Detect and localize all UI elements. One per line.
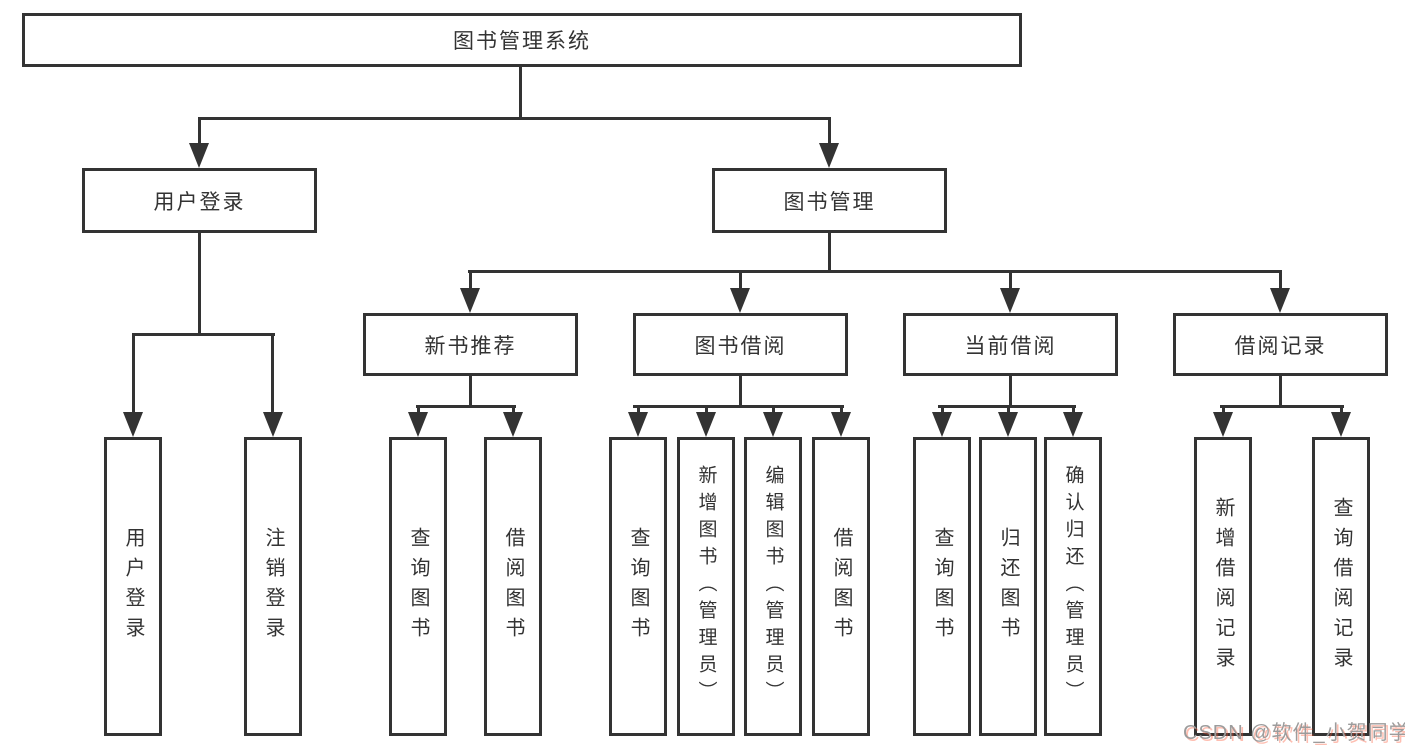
leaf-query-books-3: 查询图书 [913, 437, 971, 736]
leaf-query-books-2: 查询图书 [609, 437, 667, 736]
connector-line [417, 405, 420, 414]
arrow-down-icon [123, 412, 143, 437]
connector-line [1220, 405, 1344, 408]
leaf-edit-book-admin: 编辑图书（管理员） [744, 437, 802, 736]
leaf-add-book-admin: 新增图书（管理员） [677, 437, 735, 736]
connector-line [637, 405, 640, 414]
arrow-down-icon [628, 412, 648, 437]
connector-line [840, 405, 843, 414]
arrow-down-icon [503, 412, 523, 437]
connector-line [132, 333, 135, 414]
arrow-down-icon [819, 143, 839, 168]
arrow-down-icon [189, 143, 209, 168]
connector-line [739, 376, 742, 407]
node-book-borrowing: 图书借阅 [633, 313, 848, 376]
node-book-management: 图书管理 [712, 168, 947, 233]
arrow-down-icon [1331, 412, 1351, 437]
leaf-query-borrow-record: 查询借阅记录 [1312, 437, 1370, 736]
arrow-down-icon [730, 288, 750, 313]
connector-line [519, 67, 522, 119]
connector-line [772, 405, 775, 414]
node-user-login: 用户登录 [82, 168, 317, 233]
arrow-down-icon [763, 412, 783, 437]
connector-line [1279, 270, 1282, 290]
leaf-logout: 注销登录 [244, 437, 302, 736]
arrow-down-icon [1063, 412, 1083, 437]
connector-line [468, 270, 1282, 273]
arrow-down-icon [460, 288, 480, 313]
connector-line [828, 232, 831, 272]
connector-line [469, 270, 472, 290]
arrow-down-icon [998, 412, 1018, 437]
connector-line [739, 270, 742, 290]
arrow-down-icon [1000, 288, 1020, 313]
arrow-down-icon [1270, 288, 1290, 313]
connector-line [469, 376, 472, 407]
connector-line [132, 333, 275, 336]
arrow-down-icon [696, 412, 716, 437]
leaf-confirm-return-admin: 确认归还（管理员） [1044, 437, 1102, 736]
connector-line [512, 405, 515, 414]
arrow-down-icon [932, 412, 952, 437]
connector-line [828, 117, 831, 147]
connector-line [198, 233, 201, 334]
connector-line [633, 405, 844, 408]
connector-line [198, 117, 201, 147]
leaf-user-login: 用户登录 [104, 437, 162, 736]
csdn-watermark: CSDN @软件_小贺同学 [1183, 722, 1405, 744]
node-library-management-system: 图书管理系统 [22, 13, 1022, 67]
connector-line [1279, 376, 1282, 407]
leaf-query-books-1: 查询图书 [389, 437, 447, 736]
arrow-down-icon [1213, 412, 1233, 437]
connector-line [198, 117, 831, 120]
leaf-return-books: 归还图书 [979, 437, 1037, 736]
arrow-down-icon [831, 412, 851, 437]
connector-line [1007, 405, 1010, 414]
connector-line [416, 405, 516, 408]
node-borrowing-records: 借阅记录 [1173, 313, 1388, 376]
connector-line [1009, 376, 1012, 407]
connector-line [1222, 405, 1225, 414]
arrow-down-icon [263, 412, 283, 437]
connector-line [271, 333, 274, 414]
node-current-borrowing: 当前借阅 [903, 313, 1118, 376]
leaf-borrow-books-2: 借阅图书 [812, 437, 870, 736]
connector-line [705, 405, 708, 414]
node-new-book-recommendation: 新书推荐 [363, 313, 578, 376]
connector-line [1009, 270, 1012, 290]
leaf-add-borrow-record: 新增借阅记录 [1194, 437, 1252, 736]
connector-line [1340, 405, 1343, 414]
arrow-down-icon [408, 412, 428, 437]
connector-line [1072, 405, 1075, 414]
connector-line [941, 405, 944, 414]
leaf-borrow-books-1: 借阅图书 [484, 437, 542, 736]
